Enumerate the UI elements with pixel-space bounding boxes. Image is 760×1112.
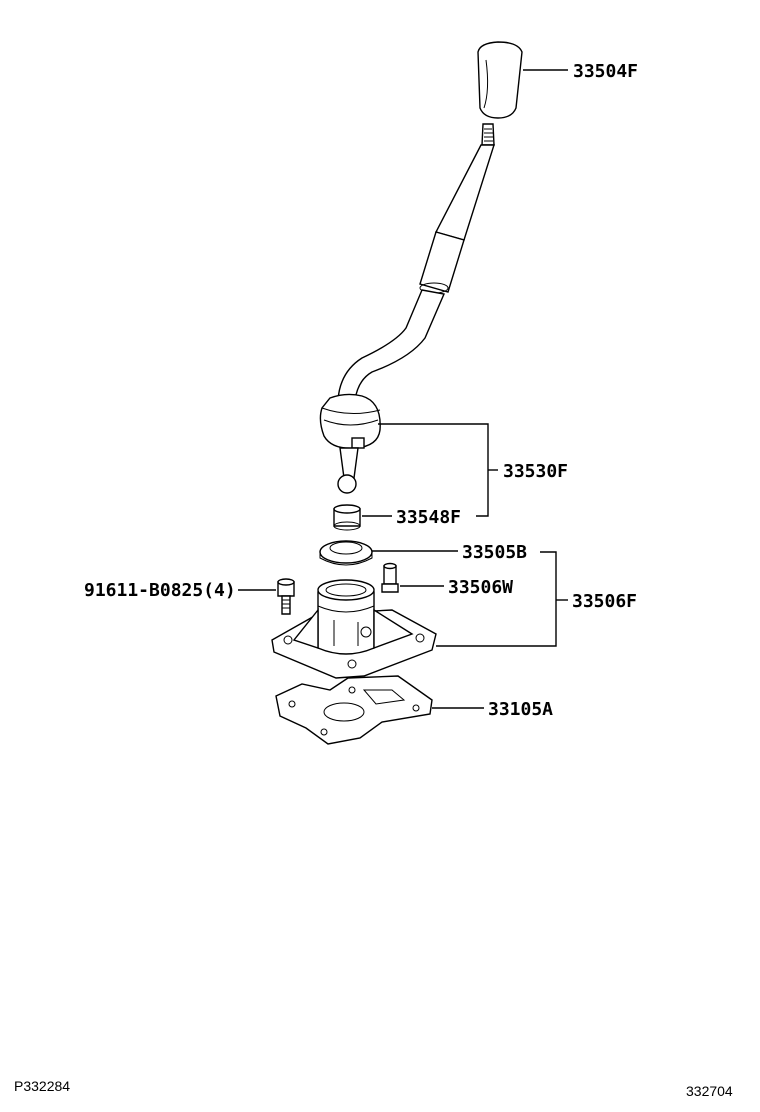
label-pin: 33506W — [448, 577, 513, 598]
leader-lever — [378, 423, 489, 517]
label-knob: 33504F — [573, 61, 638, 82]
bolt[interactable] — [277, 578, 295, 615]
shift-lever[interactable] — [319, 123, 495, 494]
label-lever: 33530F — [503, 461, 568, 482]
leader-retainer — [436, 551, 557, 647]
label-retainer: 33506F — [572, 591, 637, 612]
label-bushing: 33548F — [396, 507, 461, 528]
shift-knob[interactable] — [477, 41, 523, 119]
gasket[interactable] — [275, 675, 433, 745]
label-gasket: 33105A — [488, 699, 553, 720]
bushing[interactable] — [333, 504, 361, 531]
label-bolt: 91611-B0825(4) — [84, 580, 236, 601]
shift-retainer[interactable] — [271, 579, 437, 679]
pin[interactable] — [381, 562, 399, 593]
footer-left-code: P332284 — [14, 1078, 70, 1094]
footer-right-code: 332704 — [686, 1083, 733, 1099]
label-seal: 33505B — [462, 542, 527, 563]
seal[interactable] — [319, 540, 373, 566]
